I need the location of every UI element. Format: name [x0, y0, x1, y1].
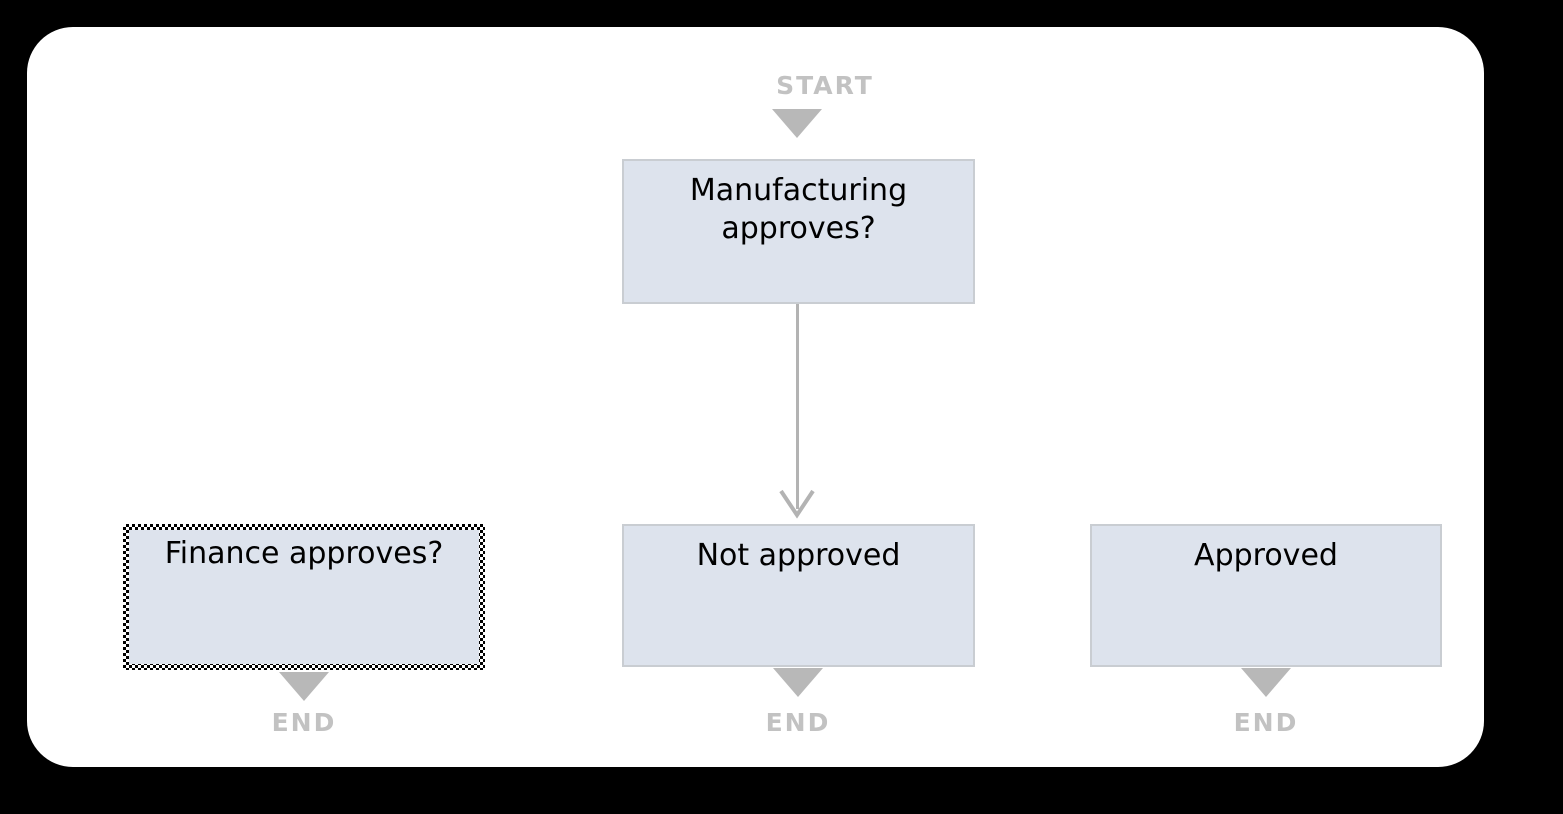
end-arrow-icon-not-approved — [773, 668, 823, 697]
end-label-not-approved: END — [765, 708, 831, 737]
start-arrow-icon — [772, 109, 822, 138]
edge-manufacturing-to-not-approved — [796, 304, 799, 509]
end-arrow-icon-approved — [1241, 668, 1291, 697]
diagram-canvas[interactable]: START Manufacturing approves? Finance ap… — [27, 27, 1484, 767]
node-not-approved[interactable]: Not approved — [622, 524, 975, 667]
end-label-finance: END — [271, 708, 337, 737]
start-label: START — [776, 71, 874, 100]
end-label-approved: END — [1233, 708, 1299, 737]
node-finance[interactable]: Finance approves? — [123, 524, 485, 670]
end-arrow-icon-finance — [279, 672, 329, 701]
node-approved[interactable]: Approved — [1090, 524, 1442, 667]
node-finance-label: Finance approves? — [164, 536, 444, 571]
node-manufacturing[interactable]: Manufacturing approves? — [622, 159, 975, 304]
node-not-approved-label: Not approved — [696, 538, 901, 573]
node-approved-label: Approved — [1194, 538, 1338, 573]
node-manufacturing-label: Manufacturing approves? — [689, 173, 908, 247]
arrowhead-icon — [779, 489, 815, 519]
